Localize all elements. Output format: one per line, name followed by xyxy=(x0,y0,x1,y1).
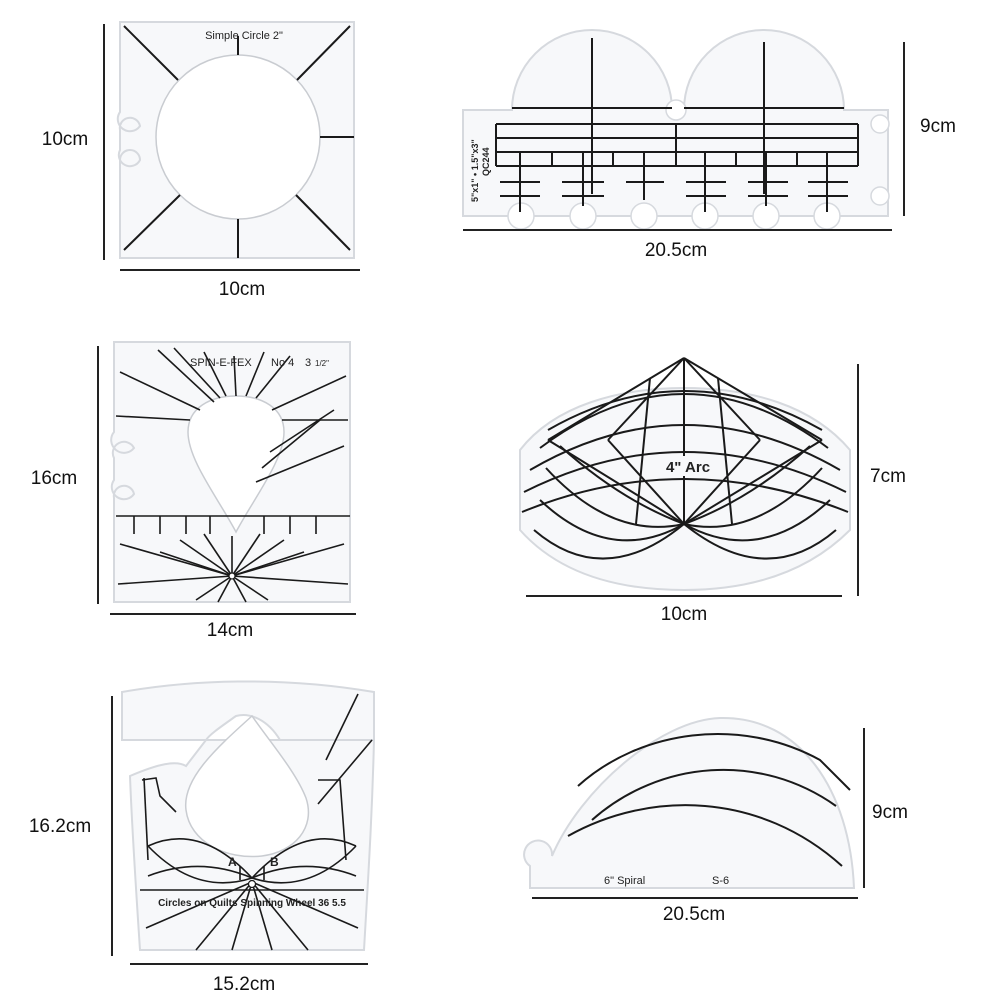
double-arch-ruler-template: 5"x1" • 1.5"x3" QC244 9cm 20.5cm xyxy=(462,29,956,261)
template-label: SPIN-E-FEX xyxy=(190,357,252,369)
center-hole xyxy=(247,879,257,889)
spiral-code: S-6 xyxy=(712,875,729,887)
template-label: 4" Arc xyxy=(666,459,710,476)
circle-cutout xyxy=(155,54,321,220)
mark-b: B xyxy=(270,855,279,869)
width-label: 10cm xyxy=(219,279,265,300)
guide-lines xyxy=(123,25,354,258)
template-number: No 4 xyxy=(271,357,294,369)
ruler-lines xyxy=(495,38,859,212)
wheel-lines xyxy=(140,693,373,951)
width-label: 15.2cm xyxy=(213,974,275,995)
mark-a: A xyxy=(228,855,237,869)
spin-e-fex-template: SPIN-E-FEX No 4 3 1/2" 16cm 14cm xyxy=(31,341,356,641)
template-size-fraction: 1/2" xyxy=(315,359,329,368)
height-label: 10cm xyxy=(42,129,88,150)
width-label: 14cm xyxy=(207,620,253,641)
scallop-notches xyxy=(507,99,890,230)
ruler-code-label: QC244 xyxy=(481,147,491,176)
template-size: 3 xyxy=(305,357,311,369)
ruler-size-label: 5"x1" • 1.5"x3" xyxy=(470,139,480,202)
template-label: Simple Circle 2" xyxy=(205,30,283,42)
template-sheet xyxy=(523,716,856,889)
height-label: 9cm xyxy=(872,802,908,823)
center-hole xyxy=(228,572,236,580)
template-label: Circles on Quilts Spinning Wheel 36 5.5 xyxy=(158,898,346,909)
simple-circle-template: Simple Circle 2" 10cm 10cm xyxy=(42,21,360,300)
label-backdrop xyxy=(660,456,718,476)
height-label: 16cm xyxy=(31,468,77,489)
width-label: 20.5cm xyxy=(645,240,707,261)
height-label: 9cm xyxy=(920,116,956,137)
spiral-lines xyxy=(567,733,851,867)
guide-lines xyxy=(115,347,350,603)
arc-template: 4" Arc 7cm 10cm xyxy=(519,357,906,625)
width-label: 20.5cm xyxy=(663,904,725,925)
height-label: 7cm xyxy=(870,466,906,487)
arc-lines xyxy=(521,357,849,560)
height-label: 16.2cm xyxy=(29,816,91,837)
teardrop-cutout xyxy=(184,714,310,858)
width-label: 10cm xyxy=(661,604,707,625)
spiral-template: 6" Spiral S-6 9cm 20.5cm xyxy=(523,716,908,925)
spinning-wheel-template: A B Circles on Quilts Spinning Wheel 36 … xyxy=(29,680,376,995)
spiral-label: 6" Spiral xyxy=(604,875,645,887)
